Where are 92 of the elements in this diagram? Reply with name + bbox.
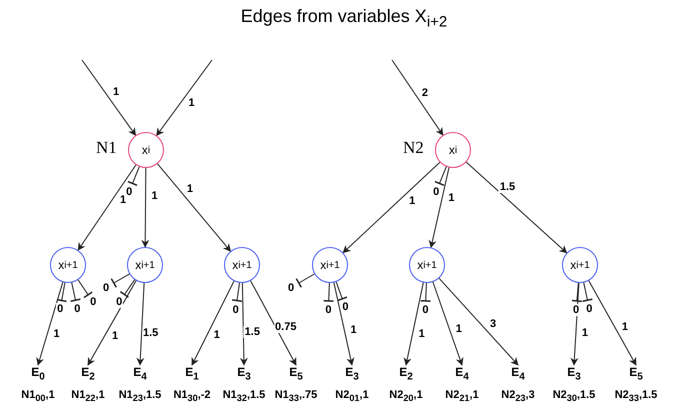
node-caption: N2$_{30}$,1.5: [552, 389, 596, 404]
edge-label: 0: [56, 303, 64, 316]
grounded-stub: [582, 282, 594, 302]
grounded-stub: [571, 282, 583, 302]
node-caption: N1$_{22}$,1: [71, 389, 105, 404]
edge-label: 1: [408, 194, 416, 206]
grounded-stub: [70, 282, 82, 302]
node-caption: N2$_{01}$,1: [335, 389, 369, 404]
edge-label: 1.5: [142, 326, 160, 339]
edge-label: 0: [232, 304, 240, 316]
arrow: [240, 282, 248, 366]
edge-label: 1: [418, 328, 426, 340]
edge-target-label: E$_{0}$: [31, 365, 45, 382]
edge-target-label: E$_{4}$: [133, 365, 147, 382]
edge-label: 1: [110, 330, 120, 342]
arrow: [333, 282, 354, 366]
node-caption: N1$_{00}$,1: [21, 389, 55, 404]
edge-label: 1: [150, 190, 159, 202]
edge-label: 0.75: [274, 321, 298, 334]
node-caption: N2$_{20}$,1: [389, 389, 423, 404]
arrow: [36, 282, 64, 366]
arrow: [466, 162, 568, 254]
arrow: [82, 60, 136, 136]
edge-label: 0: [89, 296, 98, 308]
arrow: [157, 163, 232, 252]
edge-label: 1: [454, 322, 463, 335]
edge-label: 0: [102, 282, 110, 294]
node-caption: N1$_{23}$,1.5: [118, 389, 162, 404]
edge-label: 1.5: [498, 181, 516, 194]
arrow: [88, 280, 137, 366]
node-caption: N2: [403, 138, 424, 158]
edge-target-label: E$_{5}$: [289, 365, 303, 382]
edge-target-label: E$_{3}$: [237, 365, 251, 382]
arrow: [428, 167, 450, 248]
arrow: [250, 280, 296, 366]
edge-target-label: E$_{1}$: [185, 365, 199, 382]
edge-target-label: E$_{5}$: [629, 365, 643, 382]
edge-label: 0: [585, 303, 594, 316]
grounded-stub: [120, 279, 136, 298]
grounded-stub: [322, 282, 334, 302]
edge-target-label: E$_{3}$: [345, 365, 359, 382]
edge-label: 0: [115, 296, 124, 308]
edge-label: 0: [73, 303, 82, 316]
arrow: [156, 60, 212, 136]
edge-label: 1: [447, 192, 456, 204]
node-caption: N1$_{32}$,1.5: [222, 389, 266, 404]
grounded-stub: [78, 279, 93, 298]
node-caption: N1: [96, 138, 117, 158]
arrow: [78, 164, 136, 251]
arrow: [404, 282, 424, 366]
edge-label: 0: [125, 186, 134, 198]
node-caption: N2$_{21}$,1: [445, 389, 479, 404]
edge-target-label: E$_{3}$: [567, 365, 581, 382]
edge-label: 0: [432, 186, 440, 198]
grounded-stub: [127, 166, 140, 186]
edge-target-label: E$_{2}$: [399, 365, 413, 382]
edge-label: 1: [186, 182, 194, 195]
grounded-stub: [420, 282, 432, 302]
node-caption: N1$_{33}$,.75: [274, 389, 318, 404]
edge-label: 1: [119, 194, 128, 206]
grounded-stub: [336, 281, 348, 302]
node-caption: N1$_{30}$,-2: [173, 389, 211, 404]
edge-label: 2: [420, 86, 429, 98]
edge-target-label: E$_{4}$: [511, 365, 525, 382]
edge-label: 0: [341, 301, 350, 314]
edge-label: 1: [580, 326, 589, 339]
arrow: [432, 282, 464, 366]
edge-label: 0: [572, 304, 580, 316]
grounded-stub: [296, 274, 315, 288]
node-caption: N2$_{23}$,3: [501, 389, 535, 404]
grounded-stub: [231, 282, 243, 302]
edge-label: 0: [324, 304, 332, 316]
grounded-stub: [110, 274, 130, 288]
arrow: [136, 282, 145, 366]
node-caption: N2$_{33}$,1.5: [614, 389, 658, 404]
edge-target-label: E$_{4}$: [455, 365, 469, 382]
arrow: [192, 280, 234, 366]
edge-target-label: E$_{2}$: [81, 365, 95, 382]
arrow: [438, 278, 519, 366]
grounded-stub: [56, 282, 68, 302]
grounded-stub: [434, 166, 447, 186]
arrow: [141, 168, 150, 248]
arrow: [570, 282, 580, 366]
edge-label: 0: [421, 304, 430, 316]
edge-label: 1.5: [244, 326, 261, 338]
diagram-title: Edges from variables X$_{i+2}$: [240, 6, 448, 31]
arrow: [392, 60, 444, 136]
arrow: [342, 162, 440, 254]
edge-label: 3: [489, 318, 498, 330]
edge-label: 0: [286, 282, 296, 294]
edge-label: 1: [620, 320, 630, 333]
arrow: [588, 280, 636, 366]
